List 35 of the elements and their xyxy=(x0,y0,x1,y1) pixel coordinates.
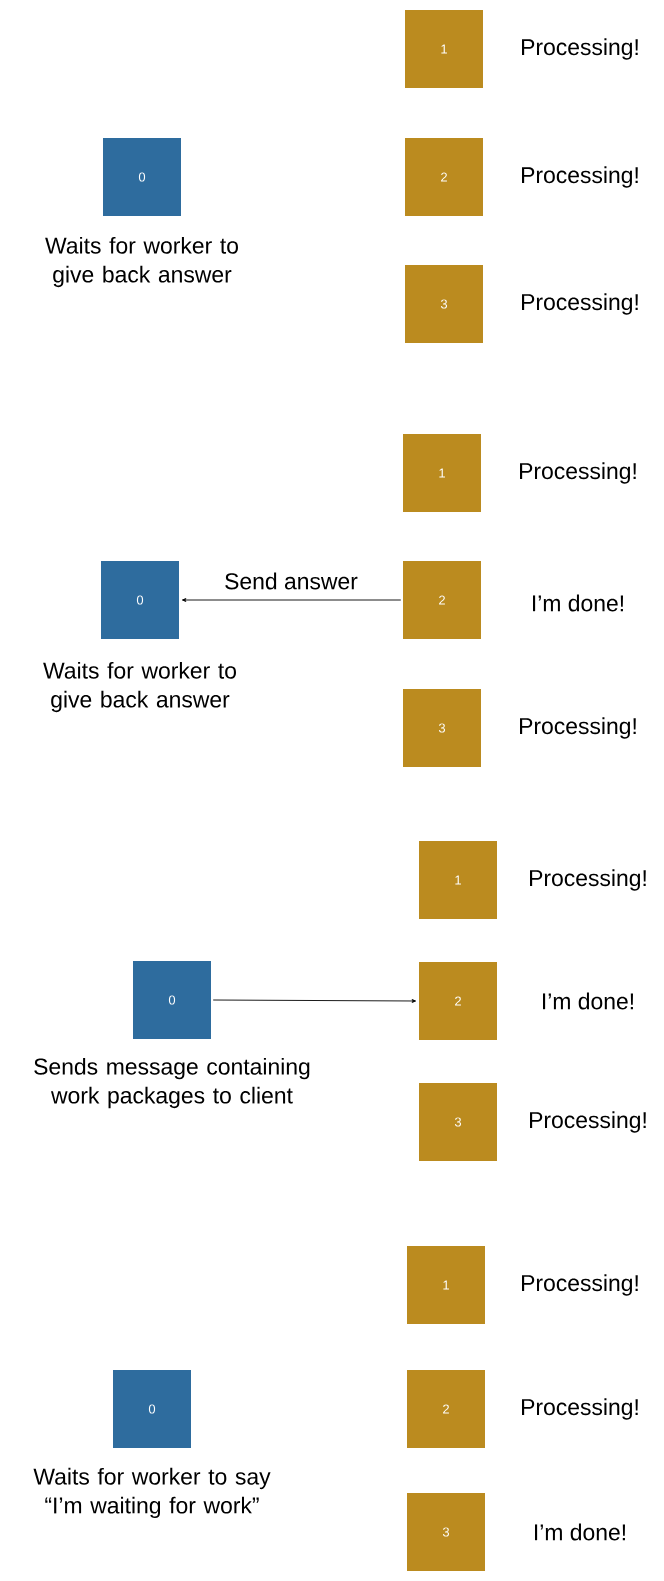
node-label: Waits for worker to give back answer xyxy=(45,236,238,288)
node-label: Waits for worker to give back answer xyxy=(43,661,236,713)
node-label: Processing! xyxy=(522,1398,638,1420)
arrow xyxy=(212,999,417,1003)
square-box: 0 xyxy=(101,561,179,639)
square-box: 0 xyxy=(133,961,211,1039)
square-box: 0 xyxy=(113,1370,191,1448)
square-box: 1 xyxy=(407,1246,485,1324)
square-box: 3 xyxy=(403,689,481,767)
arrow xyxy=(181,598,402,602)
node-label: Processing! xyxy=(522,1274,638,1296)
square-box: 1 xyxy=(405,10,483,88)
node-label: Processing! xyxy=(522,166,638,188)
edge-label: Send answer xyxy=(225,572,358,590)
node-label: Processing! xyxy=(522,38,638,60)
node-label: Processing! xyxy=(522,293,638,315)
node-label: Processing! xyxy=(530,869,646,891)
node-label: Processing! xyxy=(530,1111,646,1133)
square-box: 1 xyxy=(419,841,497,919)
square-box: 2 xyxy=(405,138,483,216)
square-box: 2 xyxy=(419,962,497,1040)
square-box: 0 xyxy=(103,138,181,216)
square-box: 2 xyxy=(407,1370,485,1448)
node-label: Processing! xyxy=(520,462,636,484)
node-label: Sends message containing work packages to client xyxy=(34,1057,310,1109)
node-label: Waits for worker to say “I’m waiting for work” xyxy=(33,1467,271,1519)
node-label: I’m done! xyxy=(543,992,633,1010)
square-box: 2 xyxy=(403,561,481,639)
square-box: 3 xyxy=(407,1493,485,1571)
node-label: I’m done! xyxy=(533,594,623,612)
square-box: 1 xyxy=(403,434,481,512)
node-label: Processing! xyxy=(520,717,636,739)
square-box: 3 xyxy=(405,265,483,343)
node-label: I’m done! xyxy=(535,1523,625,1541)
square-box: 3 xyxy=(419,1083,497,1161)
